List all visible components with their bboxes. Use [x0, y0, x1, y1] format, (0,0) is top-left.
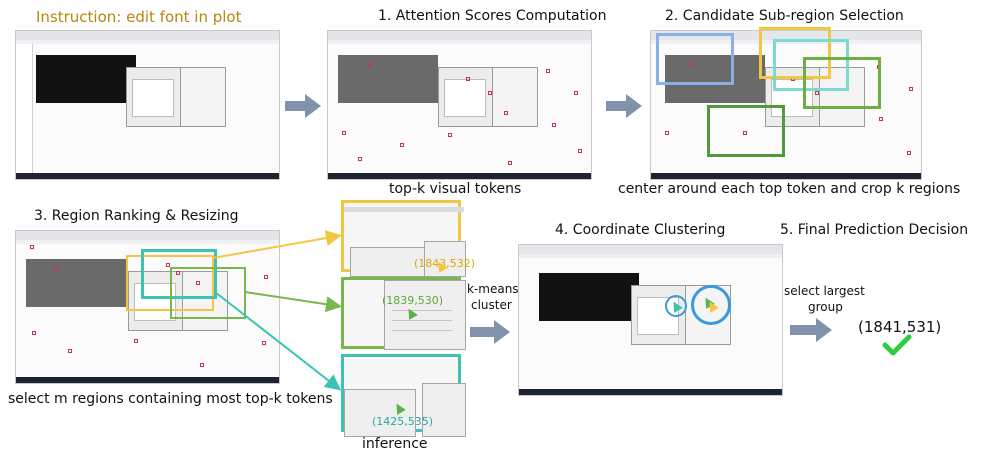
final-prediction: (1841,531) — [858, 318, 942, 336]
right-arrow-icon — [470, 320, 510, 344]
crop-panel-yellow: (1843,532) — [341, 200, 475, 277]
select-caption: select m regions containing most top-k t… — [8, 391, 333, 407]
candidate-region-darkgreen — [707, 105, 785, 157]
step2-title: 2. Candidate Sub-region Selection — [665, 8, 904, 24]
candidate-region-green — [803, 57, 881, 109]
screenshot-ranking — [15, 230, 280, 384]
screenshot-original — [15, 30, 280, 180]
largest-label-1: select largest — [784, 284, 865, 298]
prediction-green: (1839,530) — [382, 294, 444, 307]
ranked-region-teal — [141, 249, 217, 299]
crop-panel-green: (1839,530) — [341, 277, 466, 350]
cluster-circle-small — [665, 295, 687, 317]
cluster-circle-large — [691, 285, 731, 325]
candidate-region-teal — [773, 39, 849, 91]
screenshot-attention — [327, 30, 592, 180]
kmeans-label-1: k-means — [467, 282, 519, 296]
check-icon — [882, 334, 912, 356]
candidate-region-yellow — [759, 27, 831, 79]
right-arrow-icon — [606, 94, 642, 118]
crop-panel-teal: (1425,535) — [341, 354, 466, 437]
kmeans-label-2: cluster — [471, 298, 512, 312]
candidate-region-blue — [656, 33, 734, 85]
inference-caption: inference — [362, 436, 428, 452]
step3-title: 3. Region Ranking & Resizing — [34, 208, 239, 224]
step5-title: 5. Final Prediction Decision — [780, 222, 969, 238]
topk-caption: top-k visual tokens — [389, 181, 522, 197]
prediction-teal: (1425,535) — [372, 415, 434, 428]
right-arrow-icon — [790, 318, 832, 342]
screenshot-clustering — [518, 244, 783, 396]
step1-title: 1. Attention Scores Computation — [378, 8, 607, 24]
step4-title: 4. Coordinate Clustering — [555, 222, 726, 238]
instruction-title: Instruction: edit font in plot — [36, 8, 242, 26]
crop-caption: center around each top token and crop k … — [618, 181, 961, 197]
prediction-yellow: (1843,532) — [414, 257, 476, 270]
right-arrow-icon — [285, 94, 321, 118]
largest-label-2: group — [808, 300, 843, 314]
screenshot-candidates — [650, 27, 922, 180]
